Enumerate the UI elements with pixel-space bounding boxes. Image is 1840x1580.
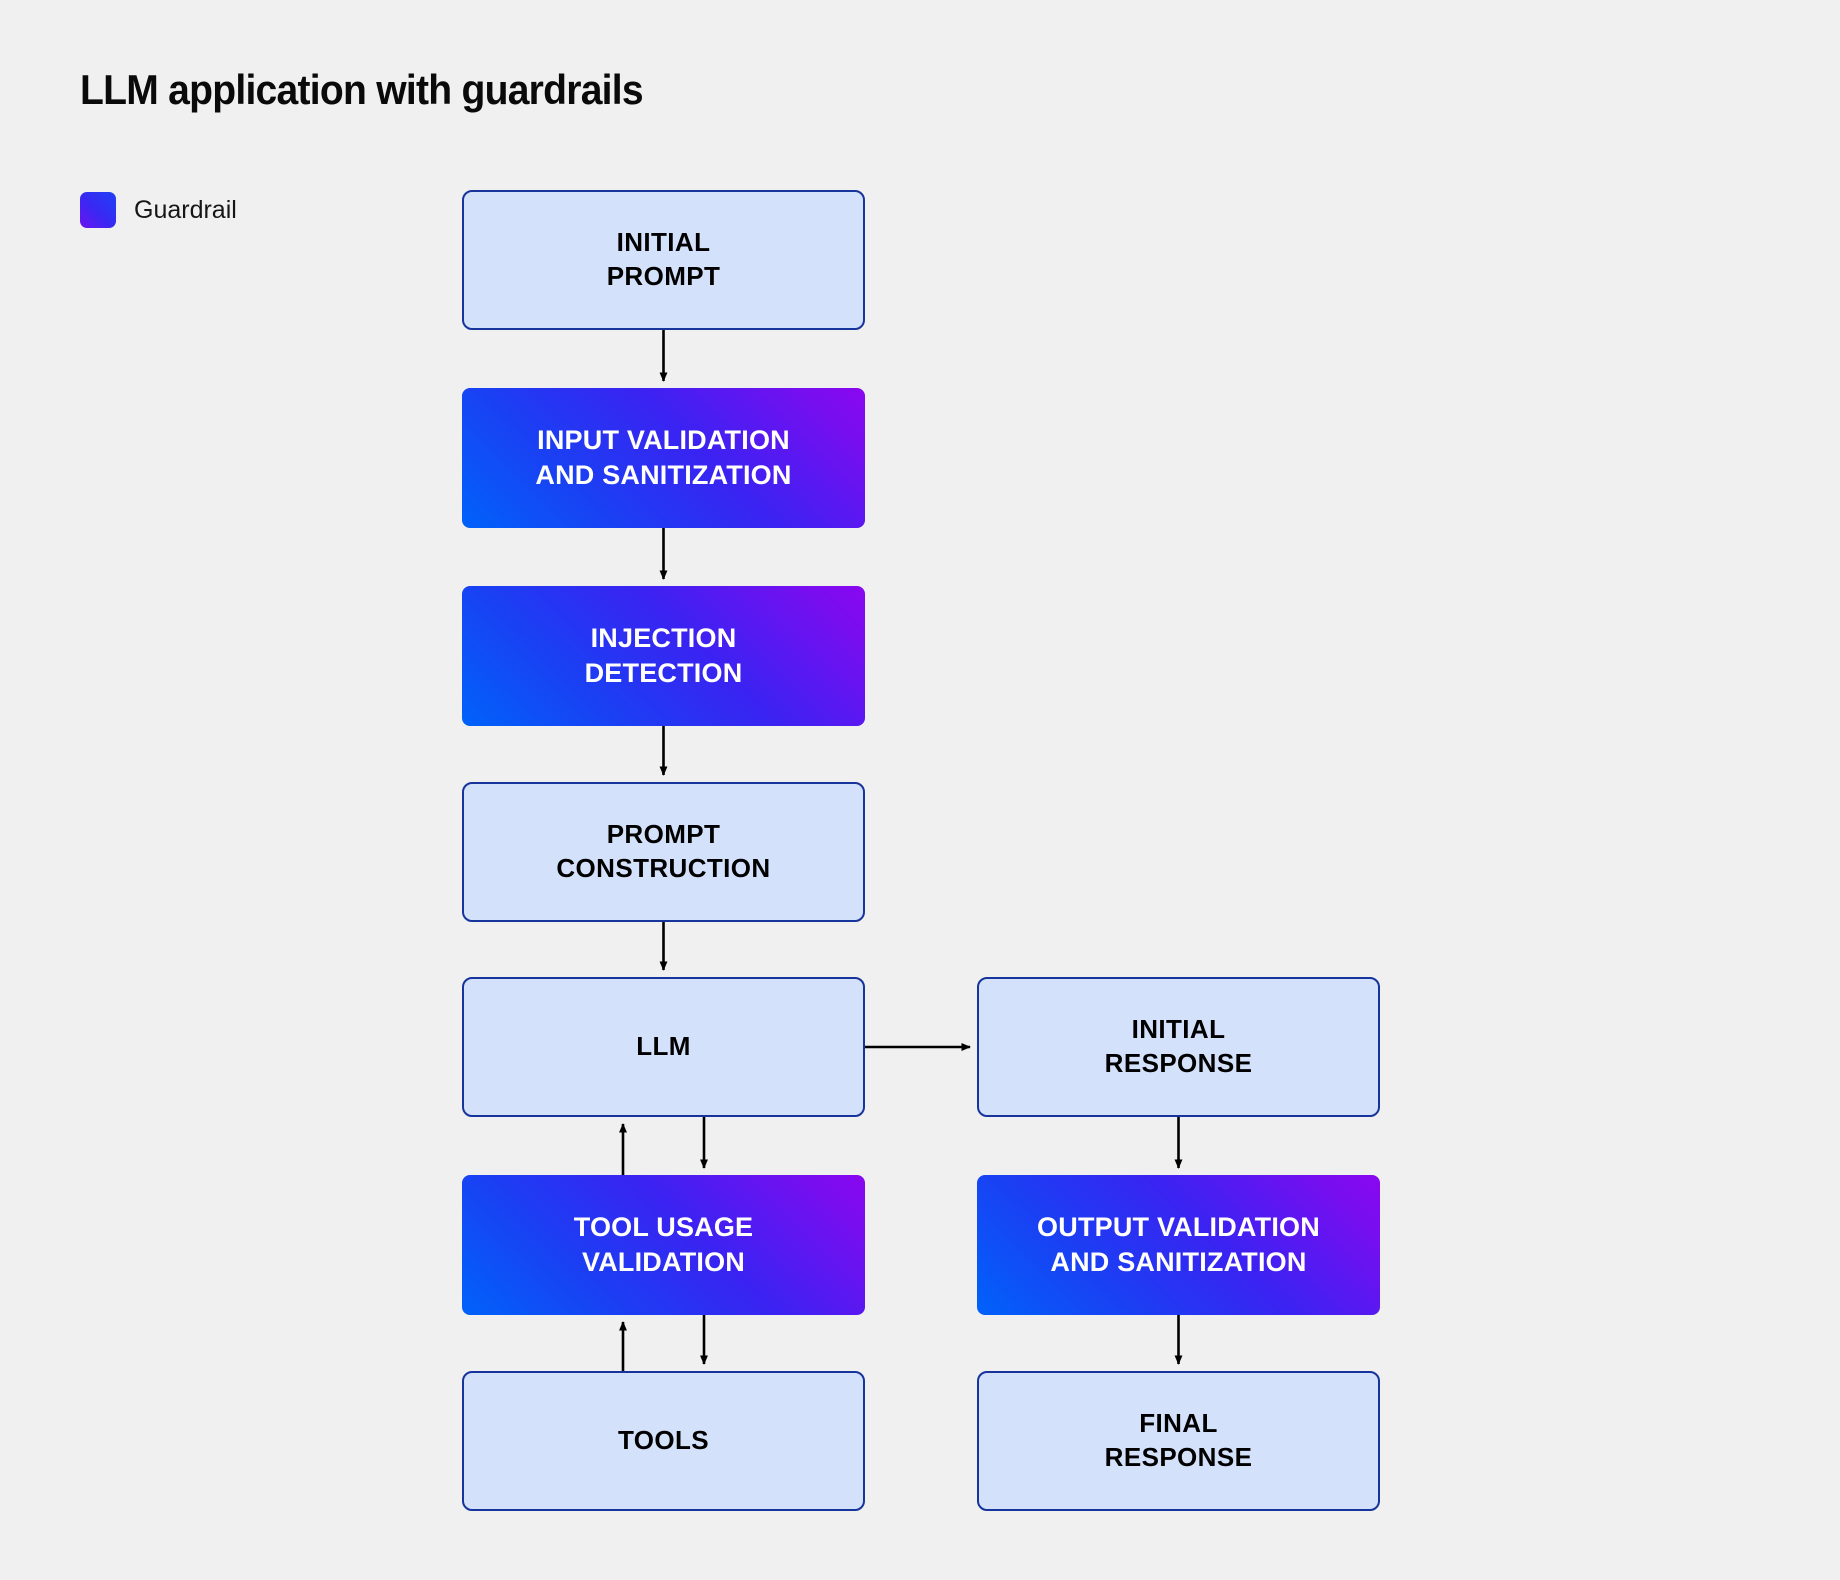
node-llm-label: LLM <box>636 1031 691 1062</box>
node-tool-usage-validation[interactable]: TOOL USAGE VALIDATION <box>462 1175 865 1315</box>
node-tool-usage-validation-label: TOOL USAGE VALIDATION <box>573 1211 754 1277</box>
node-input-validation-and-sanitization[interactable]: INPUT VALIDATION AND SANITIZATION <box>462 388 865 528</box>
node-prompt-construction-label: PROMPT CONSTRUCTION <box>556 819 771 883</box>
node-injection-detection-label: INJECTION DETECTION <box>584 622 743 688</box>
legend-item-label: Guardrail <box>134 195 237 224</box>
node-llm[interactable]: LLM <box>462 977 865 1117</box>
node-injection-detection[interactable]: INJECTION DETECTION <box>462 586 865 726</box>
node-initial-response-label: INITIAL RESPONSE <box>1104 1014 1253 1078</box>
gradient-square-swatch-icon <box>80 192 116 228</box>
node-initial-prompt-label: INITIAL PROMPT <box>606 227 721 291</box>
page-title: LLM application with guardrails <box>80 66 644 113</box>
node-tools-label: TOOLS <box>617 1425 710 1456</box>
node-output-validation-and-sanitization-label: OUTPUT VALIDATION AND SANITIZATION <box>1037 1211 1320 1277</box>
node-final-response[interactable]: FINAL RESPONSE <box>977 1371 1380 1511</box>
legend: Guardrail <box>80 192 237 228</box>
node-output-validation-and-sanitization[interactable]: OUTPUT VALIDATION AND SANITIZATION <box>977 1175 1380 1315</box>
node-initial-response[interactable]: INITIAL RESPONSE <box>977 977 1380 1117</box>
node-final-response-label: FINAL RESPONSE <box>1104 1408 1253 1472</box>
node-tools[interactable]: TOOLS <box>462 1371 865 1511</box>
node-initial-prompt[interactable]: INITIAL PROMPT <box>462 190 865 330</box>
node-input-validation-and-sanitization-label: INPUT VALIDATION AND SANITIZATION <box>535 424 792 490</box>
node-prompt-construction[interactable]: PROMPT CONSTRUCTION <box>462 782 865 922</box>
